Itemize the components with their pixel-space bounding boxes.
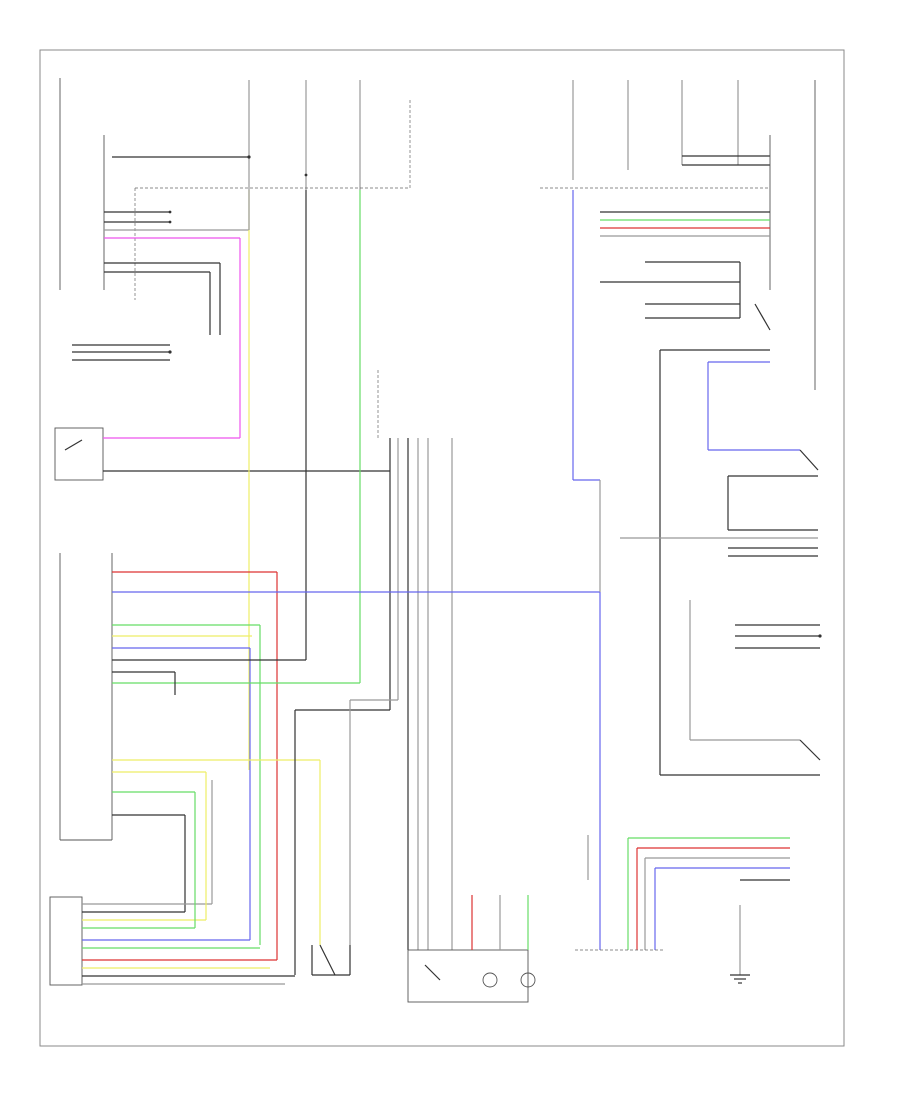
lamp-symbol (482, 972, 498, 988)
left-plug (72, 344, 172, 361)
left-switch (54, 238, 390, 481)
bottom-middle-module (407, 895, 536, 1003)
splice-dot (304, 173, 308, 177)
right-plug (735, 624, 822, 649)
switch-symbol (64, 439, 83, 451)
diagram-frame (39, 49, 845, 1047)
left-connector-block (59, 78, 411, 335)
switch-symbol (319, 944, 336, 976)
lamp-symbol (520, 972, 536, 988)
switch-symbol (799, 449, 819, 471)
switch-symbol (424, 964, 441, 981)
bottom-right-connector (575, 835, 790, 984)
center-connector (377, 370, 453, 950)
splice-dot (247, 155, 251, 159)
left-main-module (59, 553, 601, 975)
switch-symbol (799, 739, 821, 761)
fuse-feed-group-left (112, 80, 361, 190)
right-middle-switch (620, 449, 819, 557)
splice-dot (168, 210, 172, 214)
right-connector-block (540, 80, 816, 775)
right-lower-switch (660, 600, 821, 776)
bottom-left-block (49, 772, 295, 986)
bottom-center-switch (311, 944, 351, 976)
splice-dot (168, 220, 172, 224)
fuse-feed-group-right (572, 80, 770, 180)
